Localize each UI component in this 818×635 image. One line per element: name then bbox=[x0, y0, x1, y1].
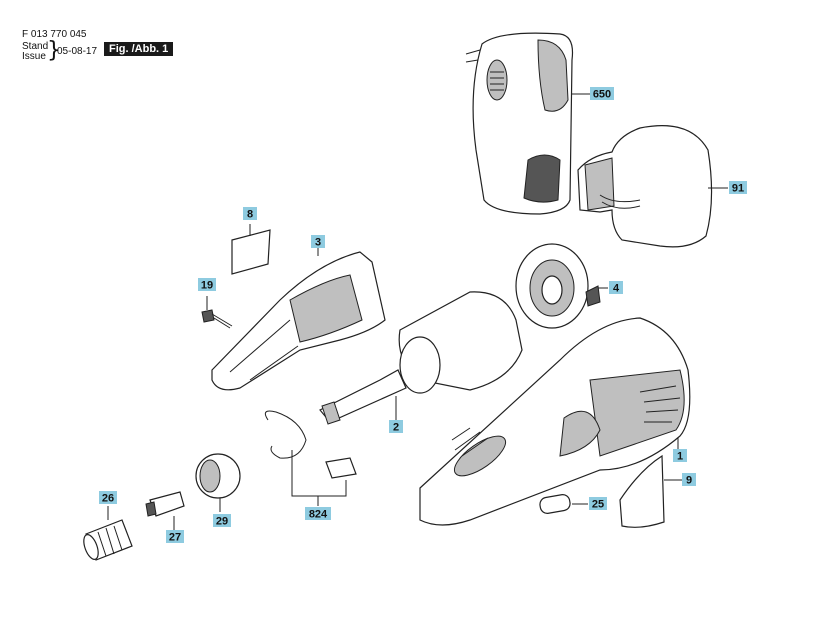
brace-glyph: } bbox=[47, 38, 61, 63]
part-label-9: 9 bbox=[682, 473, 696, 487]
svg-text:29: 29 bbox=[216, 516, 228, 528]
part-824-drawing bbox=[264, 410, 357, 506]
part-27-drawing bbox=[145, 491, 185, 530]
part-label-3: 3 bbox=[311, 235, 325, 249]
svg-text:27: 27 bbox=[169, 532, 181, 544]
part-label-29: 29 bbox=[213, 514, 231, 528]
svg-text:26: 26 bbox=[102, 493, 114, 505]
svg-text:2: 2 bbox=[393, 422, 399, 434]
part-25-drawing bbox=[539, 494, 588, 514]
part-4-drawing bbox=[515, 243, 608, 329]
stand-issue-labels: Stand Issue bbox=[22, 42, 48, 62]
svg-text:4: 4 bbox=[613, 283, 620, 295]
part-label-25: 25 bbox=[589, 497, 607, 511]
part-label-26: 26 bbox=[99, 491, 117, 505]
figure-label: Fig. /Abb. 1 bbox=[104, 42, 174, 56]
part-label-1: 1 bbox=[673, 449, 687, 463]
part-26-drawing bbox=[83, 506, 133, 561]
document-code: F 013 770 045 bbox=[22, 29, 87, 40]
part-label-8: 8 bbox=[243, 207, 257, 221]
part-label-27: 27 bbox=[166, 530, 184, 544]
part-19-drawing bbox=[201, 296, 233, 329]
svg-text:824: 824 bbox=[309, 509, 328, 521]
svg-text:3: 3 bbox=[315, 237, 321, 249]
issue-label: Issue bbox=[22, 51, 46, 62]
part-29-drawing bbox=[195, 453, 241, 512]
issue-date: 05-08-17 bbox=[57, 46, 98, 57]
part-label-19: 19 bbox=[198, 278, 216, 292]
part-label-824: 824 bbox=[305, 507, 331, 521]
svg-text:650: 650 bbox=[593, 89, 611, 101]
part-label-650: 650 bbox=[590, 87, 614, 101]
svg-text:9: 9 bbox=[686, 475, 692, 487]
part-label-91: 91 bbox=[729, 181, 747, 195]
svg-text:8: 8 bbox=[247, 209, 253, 221]
svg-text:91: 91 bbox=[732, 183, 744, 195]
part-3-drawing bbox=[211, 244, 386, 391]
stand-label: Stand bbox=[22, 41, 49, 52]
part-91-drawing bbox=[577, 125, 728, 248]
part-8-drawing bbox=[231, 224, 271, 275]
part-650-drawing bbox=[465, 32, 590, 215]
svg-text:19: 19 bbox=[201, 280, 213, 292]
part-1-drawing bbox=[419, 317, 691, 526]
part-9-drawing bbox=[619, 454, 682, 528]
part-label-2: 2 bbox=[389, 420, 403, 434]
part-2-drawing bbox=[319, 291, 523, 425]
svg-text:25: 25 bbox=[592, 499, 604, 511]
svg-text:1: 1 bbox=[677, 451, 683, 463]
part-label-4: 4 bbox=[609, 281, 623, 295]
